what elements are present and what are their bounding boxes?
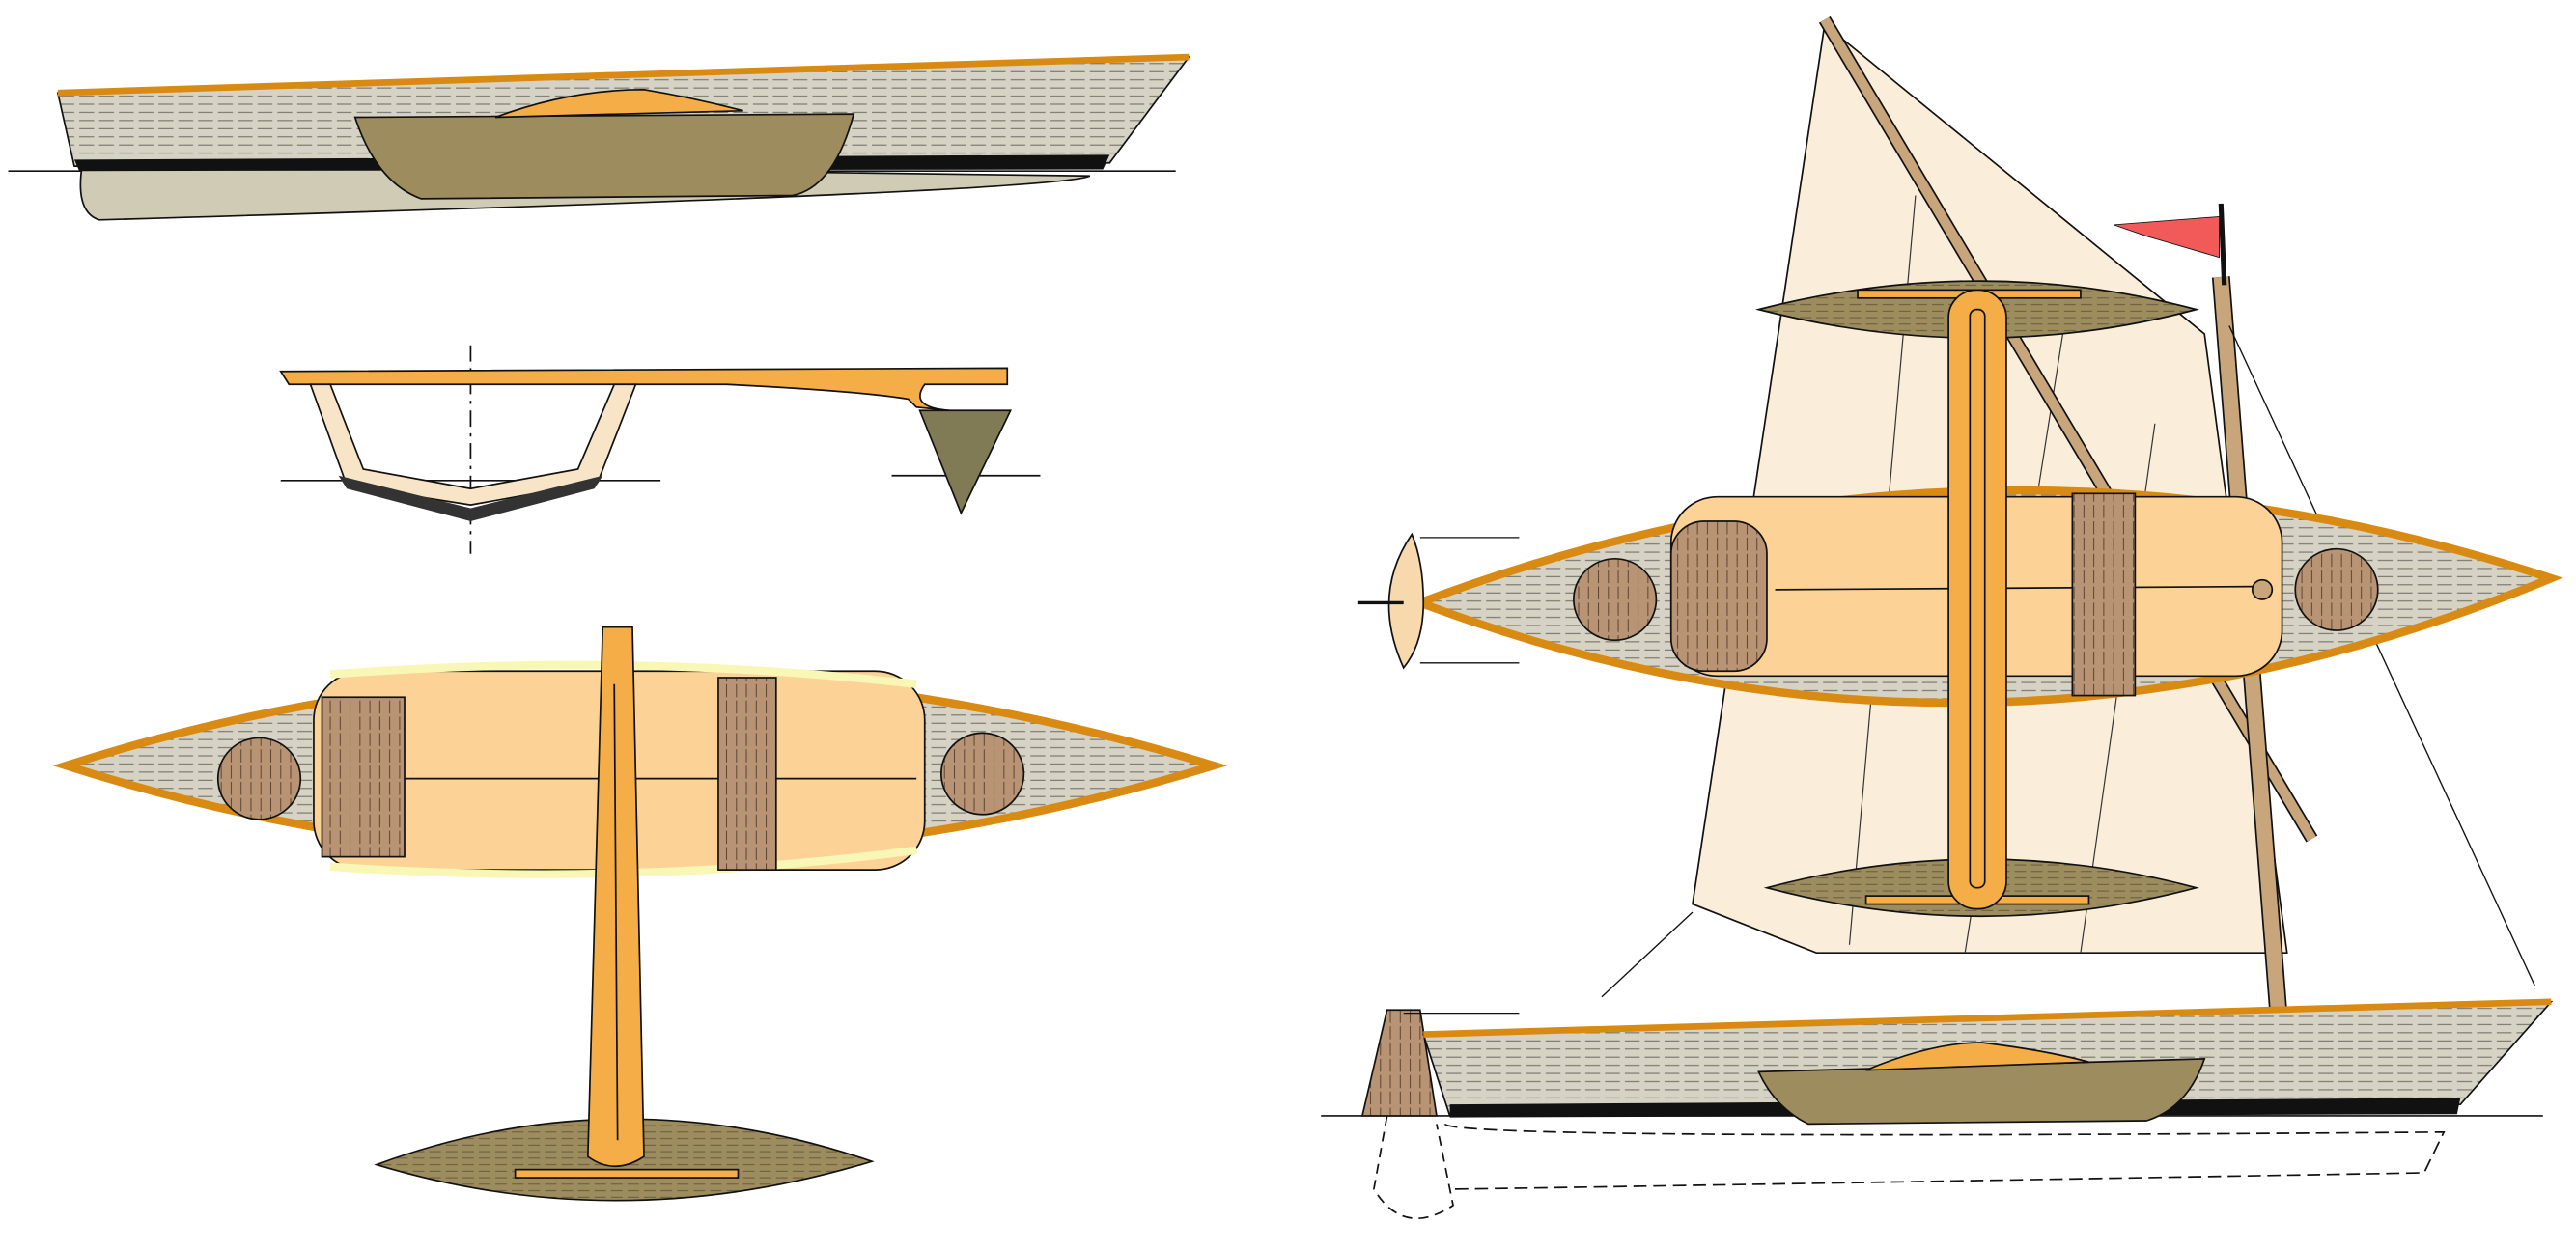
side-profile-left: [8, 53, 1191, 221]
thwart: [321, 696, 406, 858]
sailing-rig-view: [1321, 15, 2563, 1219]
leeboard: [353, 113, 855, 200]
plan-view-left: [52, 626, 1228, 1202]
rudder-head: [1360, 1009, 1438, 1117]
leeboard-arm-plan: [1947, 289, 2007, 910]
rudder-blade-hidden: [1373, 1115, 1454, 1219]
gunwale: [57, 53, 1190, 97]
pennant-flag: [2113, 215, 2221, 259]
leeboard-arm: [494, 88, 743, 119]
hatch-cover: [2294, 547, 2379, 631]
leeboard-section: [918, 409, 1013, 515]
forestay: [2228, 325, 2535, 987]
hatch-cover: [939, 732, 1025, 816]
yard: [1820, 16, 2316, 842]
thwart: [717, 677, 777, 871]
sheet: [1601, 911, 1694, 998]
cross-section: [279, 345, 1041, 554]
leeboard-arm: [1865, 1042, 2089, 1071]
leeboard-arm-section: [279, 367, 1009, 412]
keel-section: [338, 475, 603, 521]
rudder-plan: [1387, 532, 1425, 670]
hatch-cover: [216, 737, 302, 820]
leeboard: [1757, 1057, 2206, 1126]
hatch-cover: [1573, 557, 1658, 642]
mast-step: [2251, 578, 2274, 600]
underbody-hidden: [1443, 1123, 2446, 1190]
thwart: [1669, 520, 1768, 673]
gunwale: [1423, 998, 2552, 1038]
thwart: [2071, 492, 2137, 697]
